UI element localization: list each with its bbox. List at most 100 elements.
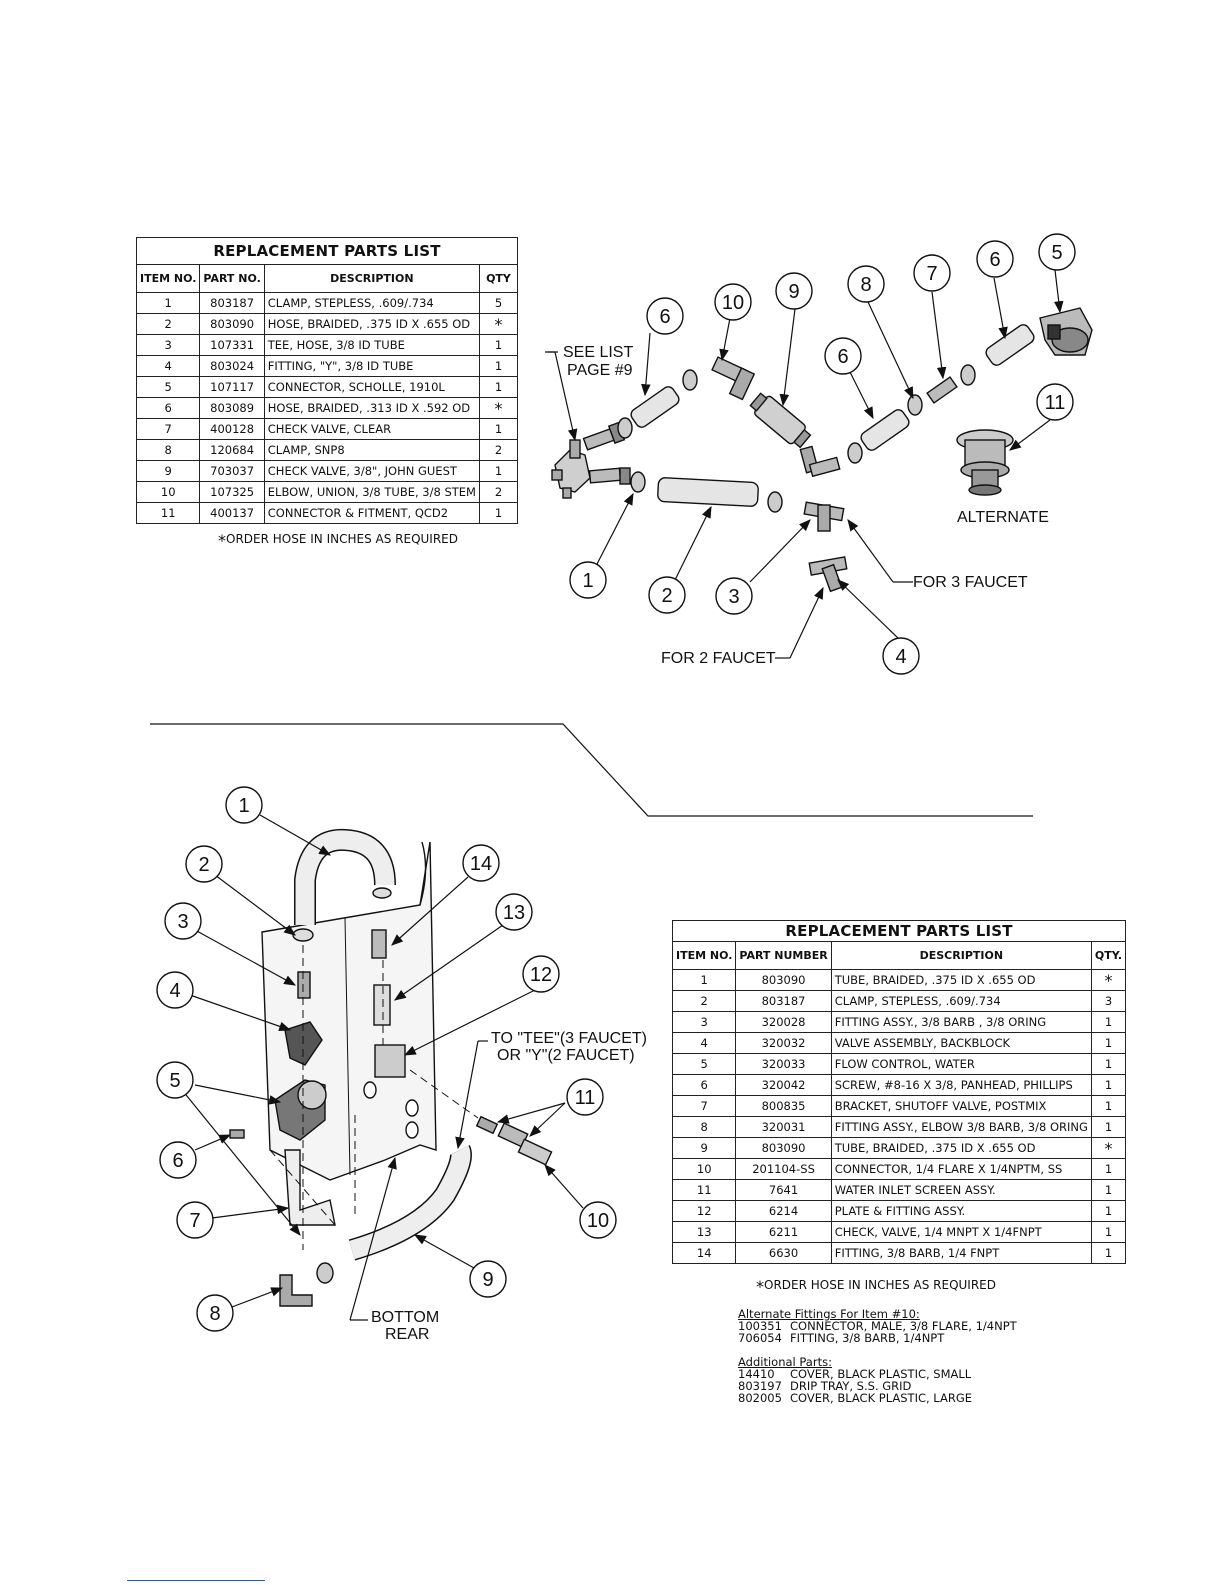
svg-text:1: 1: [238, 795, 249, 817]
balloon-10: 10: [579, 1201, 617, 1239]
description-cell: TUBE, BRAIDED, .375 ID X .655 OD: [830, 1137, 1092, 1159]
svg-text:8: 8: [860, 274, 871, 296]
qty-cell: 1: [1090, 1116, 1127, 1138]
qty-cell: *: [1090, 969, 1127, 991]
svg-text:10: 10: [722, 292, 744, 314]
part-no-cell: 803090: [735, 969, 832, 991]
svg-text:4: 4: [169, 980, 180, 1002]
valve-block: [551, 439, 591, 499]
balloon-3: 3: [715, 577, 753, 615]
description-cell: FITTING ASSY., 3/8 BARB , 3/8 ORING: [830, 1011, 1092, 1033]
svg-text:9: 9: [482, 1269, 493, 1291]
balloon-2: 2: [185, 845, 223, 883]
balloon-5: 5: [1038, 233, 1076, 271]
part-no-cell: 6214: [735, 1200, 832, 1222]
alternate-heading: Alternate Fittings For Item #10:: [738, 1307, 920, 1321]
balloon-6: 6: [646, 297, 684, 335]
balloon-2: 2: [648, 576, 686, 614]
balloon-3: 3: [164, 902, 202, 940]
svg-text:10: 10: [587, 1210, 609, 1232]
svg-text:3: 3: [177, 911, 188, 933]
or-y-label: OR "Y"(2 FAUCET): [497, 1047, 635, 1064]
col-desc: DESCRIPTION: [830, 941, 1092, 970]
rear-label: REAR: [385, 1326, 430, 1343]
bottom-assembly: [229, 828, 553, 1307]
part-no-cell: 107117: [199, 376, 265, 398]
svg-text:6: 6: [172, 1150, 183, 1172]
balloon-10: 10: [714, 283, 752, 321]
description-cell: HOSE, BRAIDED, .313 ID X .592 OD: [263, 397, 480, 419]
balloon-8: 8: [196, 1294, 234, 1332]
balloon-7: 7: [176, 1201, 214, 1239]
y-fitting: [808, 556, 848, 593]
qty-cell: 1: [478, 502, 519, 524]
svg-text:9: 9: [788, 281, 799, 303]
balloon-4: 4: [882, 637, 920, 675]
qty-cell: 1: [1090, 1200, 1127, 1222]
item-no-cell: 14: [671, 1242, 737, 1264]
description-cell: SCREW, #8-16 X 3/8, PANHEAD, PHILLIPS: [830, 1074, 1092, 1096]
balloon-11: 11: [1036, 383, 1074, 421]
hose-note: *ORDER HOSE IN INCHES AS REQUIRED: [218, 531, 458, 550]
balloon-9: 9: [469, 1260, 507, 1298]
item-no-cell: 10: [135, 481, 201, 503]
parts-table-title: REPLACEMENT PARTS LIST: [136, 237, 518, 265]
bottom-label: BOTTOM: [371, 1309, 440, 1326]
description-cell: WATER INLET SCREEN ASSY.: [830, 1179, 1092, 1201]
section-divider: [150, 723, 1033, 817]
part-no-cell: 120684: [199, 439, 265, 461]
tee-fitting: [803, 501, 845, 532]
balloon-11: 11: [566, 1078, 604, 1116]
svg-text:1: 1: [582, 570, 593, 592]
balloon-14: 14: [462, 844, 500, 882]
additional-heading: Additional Parts:: [738, 1355, 832, 1369]
description-cell: CLAMP, STEPLESS, .609/.734: [830, 990, 1092, 1012]
part-no-cell: 6630: [735, 1242, 832, 1264]
balloon-6: 6: [159, 1141, 197, 1179]
hose-note: *ORDER HOSE IN INCHES AS REQUIRED: [756, 1277, 996, 1296]
part-no-cell: 803187: [199, 292, 265, 314]
for2-label: FOR 2 FAUCET: [661, 650, 776, 667]
description-cell: TEE, HOSE, 3/8 ID TUBE: [263, 334, 480, 356]
svg-text:6: 6: [837, 346, 848, 368]
description-cell: FITTING ASSY., ELBOW 3/8 BARB, 3/8 ORING: [830, 1116, 1092, 1138]
part-no-cell: 320033: [735, 1053, 832, 1075]
part-no-cell: 6211: [735, 1221, 832, 1243]
balloon-6: 6: [976, 240, 1014, 278]
see-list-label: SEE LIST: [563, 344, 634, 361]
col-desc: DESCRIPTION: [263, 264, 480, 293]
balloon-8: 8: [847, 265, 885, 303]
balloon-12: 12: [522, 955, 560, 993]
part-no-cell: 803187: [735, 990, 832, 1012]
part-no-cell: 400128: [199, 418, 265, 440]
svg-text:5: 5: [1051, 242, 1062, 264]
alternate-label: ALTERNATE: [957, 509, 1049, 526]
page-footer-line: [127, 1580, 265, 1581]
svg-text:6: 6: [659, 306, 670, 328]
page-ref-label: PAGE #9: [567, 362, 633, 379]
balloon-4: 4: [156, 971, 194, 1009]
balloon-5: 5: [156, 1061, 194, 1099]
item-no-cell: 11: [671, 1179, 737, 1201]
col-qty: QTY.: [1090, 941, 1127, 970]
col-part: PART NO.: [199, 264, 265, 293]
svg-text:5: 5: [169, 1070, 180, 1092]
